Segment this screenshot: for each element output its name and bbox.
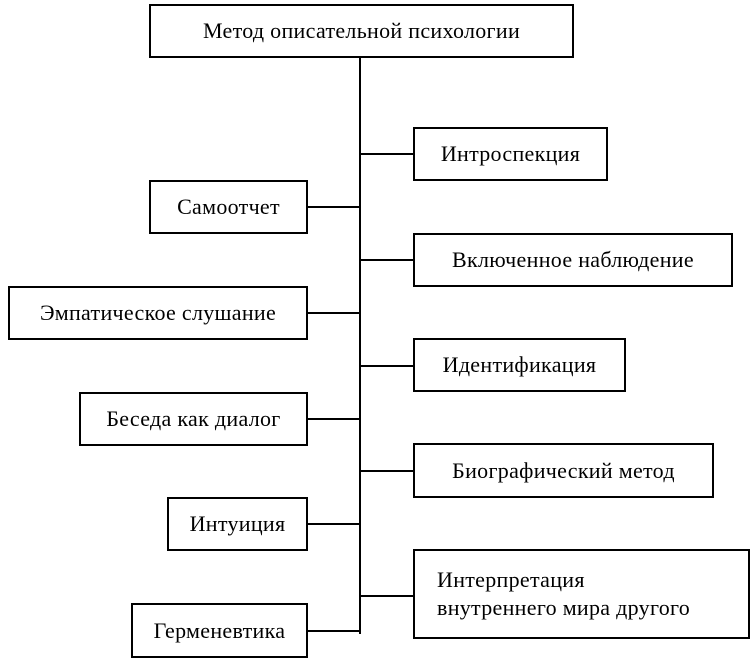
method-box-empathic-listening: Эмпатическое слушание (8, 286, 308, 340)
title-box: Метод описательной психологии (149, 4, 574, 58)
method-box-hermeneutics: Герменевтика (131, 603, 308, 658)
method-box-introspection: Интроспекция (413, 127, 608, 181)
method-label: Эмпатическое слушание (39, 300, 277, 325)
method-label: Биографический метод (452, 457, 675, 483)
method-box-dialogue: Беседа как диалог (79, 392, 308, 446)
method-label: Идентификация (442, 352, 597, 377)
method-label: Самоотчет (177, 194, 280, 219)
method-label: Включенное наблюдение (452, 247, 694, 272)
method-label: Беседа как диалог (106, 406, 281, 431)
method-box-interpretation: Интерпретация внутреннего мира другого (413, 549, 750, 639)
method-box-biographical: Биографический метод (413, 443, 714, 498)
method-label: Интуиция (189, 511, 286, 536)
method-label: Интроспекция (440, 141, 581, 166)
title-text: Метод описательной психологии (202, 18, 521, 43)
method-label-line-2: внутреннего мира другого (437, 595, 691, 620)
method-label-line-1: Интерпретация (437, 567, 585, 592)
method-box-participant-observation: Включенное наблюдение (413, 233, 733, 287)
method-label: Герменевтика (153, 617, 286, 643)
method-box-intuition: Интуиция (167, 497, 308, 551)
method-box-identification: Идентификация (413, 338, 626, 392)
method-box-self-report: Самоотчет (149, 180, 308, 234)
